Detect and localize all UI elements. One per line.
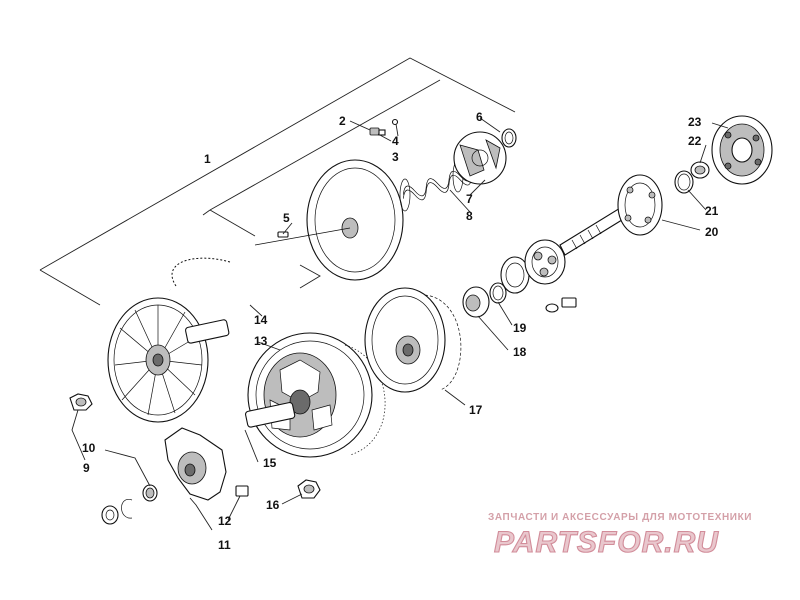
callout-8: 8 bbox=[466, 209, 473, 223]
callout-labels: 1 2 3 4 5 6 7 8 9 10 11 12 13 14 15 16 1… bbox=[82, 110, 719, 552]
o-ring bbox=[489, 282, 507, 304]
bearing-small bbox=[101, 505, 119, 525]
output-shaft bbox=[559, 174, 663, 256]
roller-slider bbox=[235, 485, 249, 497]
callout-1: 1 bbox=[204, 152, 211, 166]
callout-3: 3 bbox=[392, 150, 399, 164]
callout-15: 15 bbox=[263, 456, 277, 470]
driven-clutch-spoked-sheave bbox=[107, 297, 230, 423]
bearing-and-gear bbox=[500, 239, 566, 294]
callout-18: 18 bbox=[513, 345, 527, 359]
seal-washer bbox=[142, 484, 158, 502]
retaining-ring bbox=[674, 170, 694, 194]
callout-10: 10 bbox=[82, 441, 96, 455]
bushing bbox=[462, 286, 490, 318]
one-way-clutch-hub bbox=[711, 115, 773, 185]
movable-sheave-disc bbox=[254, 159, 404, 281]
primary-spider bbox=[164, 427, 227, 501]
callout-21: 21 bbox=[705, 204, 719, 218]
primary-fixed-sheave bbox=[364, 287, 462, 393]
callout-6: 6 bbox=[476, 110, 483, 124]
assembly-bracket-1 bbox=[39, 57, 516, 306]
callout-22: 22 bbox=[688, 134, 702, 148]
callout-5: 5 bbox=[283, 211, 290, 225]
callout-12: 12 bbox=[218, 514, 232, 528]
circlip bbox=[121, 499, 133, 519]
callout-9: 9 bbox=[83, 461, 90, 475]
callout-11: 11 bbox=[218, 538, 231, 552]
callout-16: 16 bbox=[266, 498, 280, 512]
callout-4: 4 bbox=[392, 134, 399, 148]
snap-ring bbox=[501, 128, 517, 148]
weight-pin-hardware bbox=[369, 118, 399, 136]
callout-7: 7 bbox=[466, 192, 473, 206]
hex-nut bbox=[297, 479, 321, 499]
bolt-and-washer bbox=[545, 297, 577, 313]
callout-14: 14 bbox=[254, 313, 268, 327]
drive-clutch-assembly bbox=[245, 332, 386, 458]
leader-lines bbox=[71, 117, 729, 531]
callout-2: 2 bbox=[339, 114, 346, 128]
callout-13: 13 bbox=[254, 334, 268, 348]
partsfor-watermark: ЗАПЧАСТИ И АКСЕССУАРЫ ДЛЯ МОТОТЕХНИКИ PA… bbox=[488, 512, 752, 560]
thrust-washer bbox=[690, 161, 710, 179]
callout-19: 19 bbox=[513, 321, 527, 335]
cam-spider bbox=[453, 131, 507, 185]
callout-20: 20 bbox=[705, 225, 719, 239]
watermark-brand: PARTSFOR.RU bbox=[494, 526, 719, 559]
woodruff-key bbox=[277, 231, 289, 238]
watermark-tagline: ЗАПЧАСТИ И АКСЕССУАРЫ ДЛЯ МОТОТЕХНИКИ bbox=[488, 512, 752, 523]
callout-23: 23 bbox=[688, 115, 702, 129]
callout-17: 17 bbox=[469, 403, 483, 417]
flange-nut bbox=[69, 393, 93, 411]
